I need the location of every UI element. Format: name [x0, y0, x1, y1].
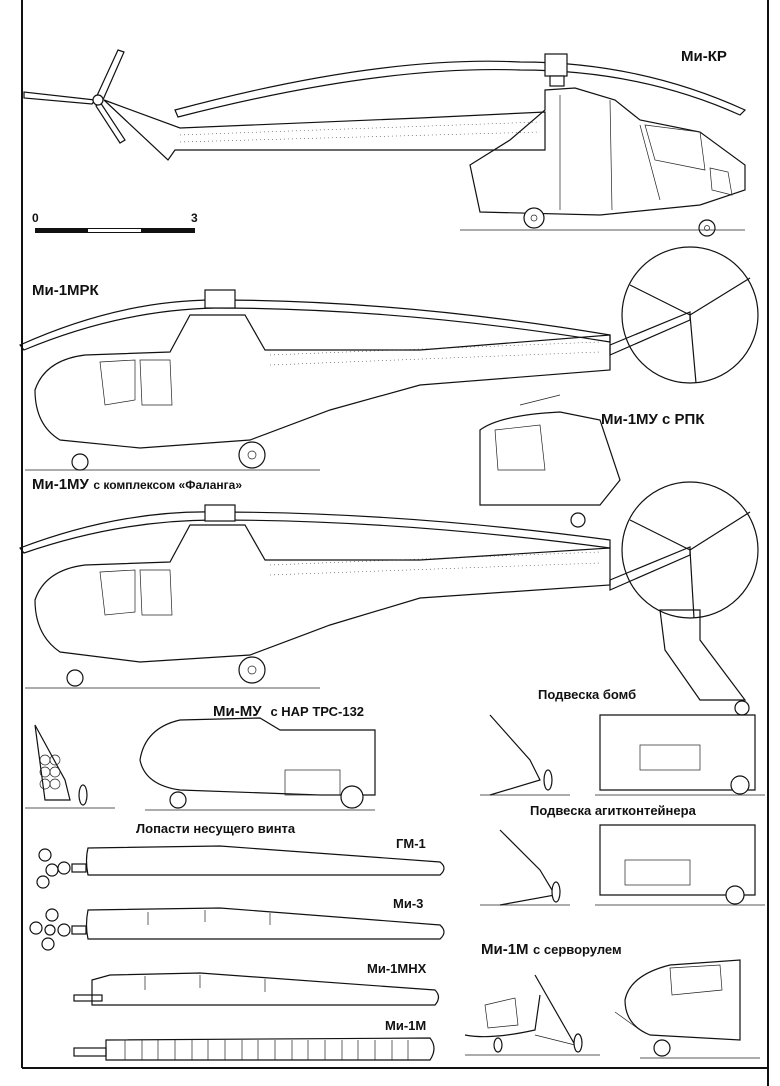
scale-bar [35, 228, 195, 233]
label-mi-1mu-falanga-main: Ми-1МУ [32, 476, 89, 493]
label-mi-1m-servo-sub: с серворулем [533, 942, 622, 957]
label-blades-title: Лопасти несущего винта [136, 821, 296, 836]
page-frame [21, 0, 769, 1086]
label-mi-mu-nar: Ми-МУ с НАР ТРС-132 [213, 703, 364, 721]
bomb-rack-detail [480, 714, 765, 796]
rotor-blade-mi-1mnh [73, 972, 440, 1006]
helicopter-mi-1mrk [19, 246, 759, 471]
rotor-blade-gm-1 [36, 845, 445, 889]
helicopter-mi-1mu-falanga [19, 481, 759, 716]
scale-bar-end: 3 [191, 211, 198, 225]
helicopter-mi-1m-servo [464, 959, 760, 1059]
label-mi-1mu-falanga-sub: с комплексом «Фаланга» [93, 478, 243, 492]
helicopter-mi-1mu-rpk [479, 394, 621, 528]
helicopter-mi-mu-nar [25, 717, 376, 811]
label-mi-1mu-rpk: Ми-1МУ с РПК [601, 411, 705, 428]
rotor-blade-mi-1m [73, 1037, 435, 1061]
agit-container-detail [480, 824, 765, 906]
label-blade-mi-3: Ми-3 [393, 896, 424, 911]
scale-bar-start: 0 [32, 211, 39, 225]
rotor-blade-mi-3 [29, 907, 445, 951]
helicopter-mi-kr [23, 49, 747, 237]
label-mi-mu-nar-sub: с НАР ТРС-132 [270, 704, 365, 719]
label-mi-1mu-falanga: Ми-1МУ с комплексом «Фаланга» [32, 476, 242, 494]
label-mi-kr: Ми-КР [681, 48, 727, 65]
label-blade-mi-1mnh: Ми-1МНХ [367, 961, 427, 976]
label-mi-1m-servo: Ми-1М с серворулем [481, 941, 622, 959]
label-mi-mu-nar-main: Ми-МУ [213, 703, 262, 720]
label-blade-gm-1: ГМ-1 [396, 836, 426, 851]
label-mi-1mrk: Ми-1МРК [32, 282, 99, 299]
tail-rotor [23, 49, 126, 144]
label-blade-mi-1m: Ми-1М [385, 1018, 427, 1033]
label-mi-1m-servo-main: Ми-1М [481, 941, 529, 958]
label-bombs: Подвеска бомб [538, 687, 637, 702]
label-agit-container: Подвеска агитконтейнера [530, 803, 696, 818]
